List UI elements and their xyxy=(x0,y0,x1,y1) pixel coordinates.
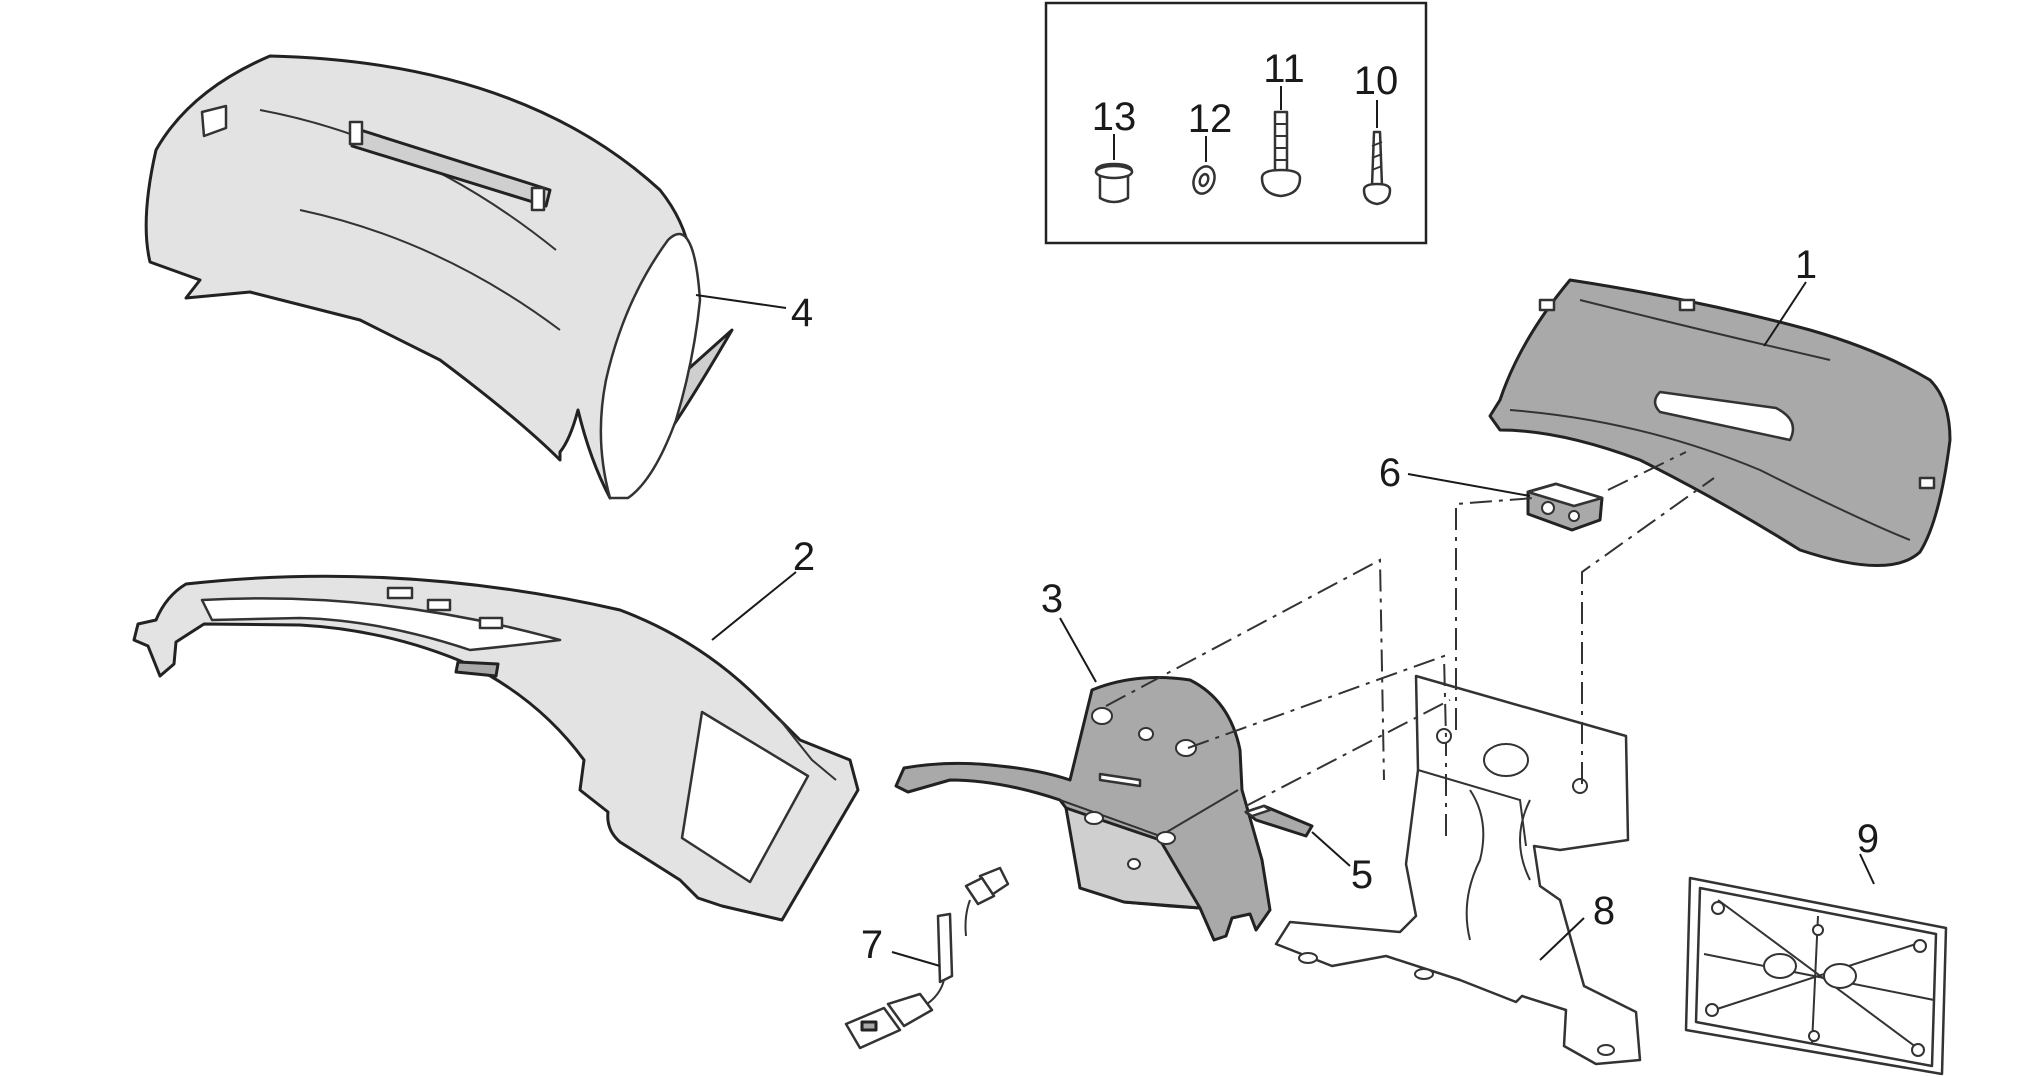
part-2-frame[interactable] xyxy=(132,571,860,922)
callout-label-5: 5 xyxy=(1351,853,1373,897)
callout-label-1: 1 xyxy=(1795,243,1817,287)
part-5-reflector[interactable] xyxy=(1244,804,1351,867)
part-7-cable[interactable] xyxy=(844,866,1010,1050)
assembly-lines xyxy=(1105,451,1715,836)
callout-label-9: 9 xyxy=(1857,817,1879,861)
callout-label-10: 10 xyxy=(1354,59,1399,103)
callout-label-3: 3 xyxy=(1041,577,1063,621)
part-8-plate-bracket[interactable] xyxy=(1274,674,1642,1066)
part-11-bolt[interactable] xyxy=(1260,86,1302,198)
callout-label-12: 12 xyxy=(1188,97,1233,141)
callout-labels: 1 2 3 4 5 6 7 8 9 10 11 12 13 xyxy=(791,47,1879,967)
callout-label-2: 2 xyxy=(793,535,815,579)
callout-label-13: 13 xyxy=(1092,95,1137,139)
part-4-upper-shell[interactable] xyxy=(144,54,787,500)
part-9-plate-holder[interactable] xyxy=(1684,853,1948,1076)
callout-label-4: 4 xyxy=(791,291,813,335)
callout-label-8: 8 xyxy=(1593,889,1615,933)
part-10-screw[interactable] xyxy=(1362,100,1392,206)
hardware-inset xyxy=(1044,1,1428,245)
callout-label-6: 6 xyxy=(1379,451,1401,495)
part-12-washer[interactable] xyxy=(1190,136,1218,197)
callout-label-7: 7 xyxy=(861,923,883,967)
callout-label-11: 11 xyxy=(1263,47,1305,91)
part-1-rear-housing[interactable] xyxy=(1488,278,1952,567)
part-13-bushing[interactable] xyxy=(1094,134,1134,204)
part-6-license-light[interactable] xyxy=(1407,473,1604,532)
part-3-rear-mudguard[interactable] xyxy=(894,617,1272,942)
